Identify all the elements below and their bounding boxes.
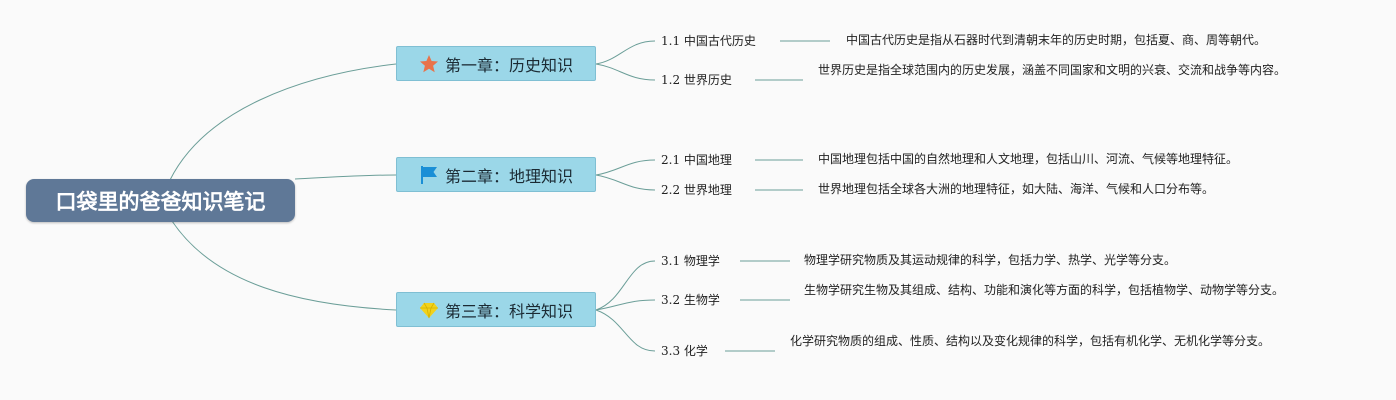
section-2-1-desc: 中国地理包括中国的自然地理和人文地理，包括山川、河流、气候等地理特征。: [818, 152, 1239, 166]
section-3-1-desc: 物理学研究物质及其运动规律的科学，包括力学、热学、光学等分支。: [804, 253, 1177, 267]
section-3-1-title[interactable]: 3.1 物理学: [661, 254, 720, 268]
chapter-title: 第三章：科学知识: [444, 301, 573, 321]
diamond-icon: [419, 300, 439, 320]
chapter2-branch-2: [595, 174, 656, 191]
chapter-title: 第一章：历史知识: [444, 55, 573, 75]
chapter-history[interactable]: 第一章：历史知识: [396, 46, 596, 81]
chapter1-branch-1: [595, 40, 656, 65]
chapter3-branch-2: [595, 299, 656, 311]
chapter1-branch-2: [595, 63, 656, 81]
chapter-geography[interactable]: 第二章：地理知识: [396, 157, 596, 192]
section-1-1-desc: 中国古代历史是指从石器时代到清朝末年的历史时期，包括夏、商、周等朝代。: [846, 33, 1267, 47]
section-3-3-desc: 化学研究物质的组成、性质、结构以及变化规律的科学，包括有机化学、无机化学等分支。: [790, 334, 1271, 348]
section-1-1-title[interactable]: 1.1 中国古代历史: [661, 34, 756, 48]
root-to-chapter1-line: [169, 63, 397, 181]
root-title: 口袋里的爸爸知识笔记: [55, 189, 266, 214]
chapter-title: 第二章：地理知识: [444, 166, 573, 186]
chapter3-branch-1: [595, 260, 656, 311]
section-3-3-title[interactable]: 3.3 化学: [661, 344, 708, 358]
root-topic[interactable]: 口袋里的爸爸知识笔记: [26, 179, 295, 222]
chapter3-branch-3: [595, 309, 656, 352]
root-to-chapter3-line: [171, 220, 397, 311]
section-1-2-title[interactable]: 1.2 世界历史: [661, 73, 732, 87]
section-2-2-title[interactable]: 2.2 世界地理: [661, 183, 732, 197]
star-icon: [419, 54, 439, 74]
section-3-2-title[interactable]: 3.2 生物学: [661, 293, 720, 307]
root-to-chapter2-line: [294, 174, 397, 180]
chapter2-branch-1: [595, 159, 656, 176]
flag-icon: [419, 165, 439, 185]
section-2-2-desc: 世界地理包括全球各大洲的地理特征，如大陆、海洋、气候和人口分布等。: [818, 182, 1215, 196]
chapter-science[interactable]: 第三章：科学知识: [396, 292, 596, 327]
section-3-2-desc: 生物学研究生物及其组成、结构、功能和演化等方面的科学，包括植物学、动物学等分支。: [804, 283, 1285, 297]
section-2-1-title[interactable]: 2.1 中国地理: [661, 153, 732, 167]
section-1-2-desc: 世界历史是指全球范围内的历史发展，涵盖不同国家和文明的兴衰、交流和战争等内容。: [818, 63, 1287, 77]
